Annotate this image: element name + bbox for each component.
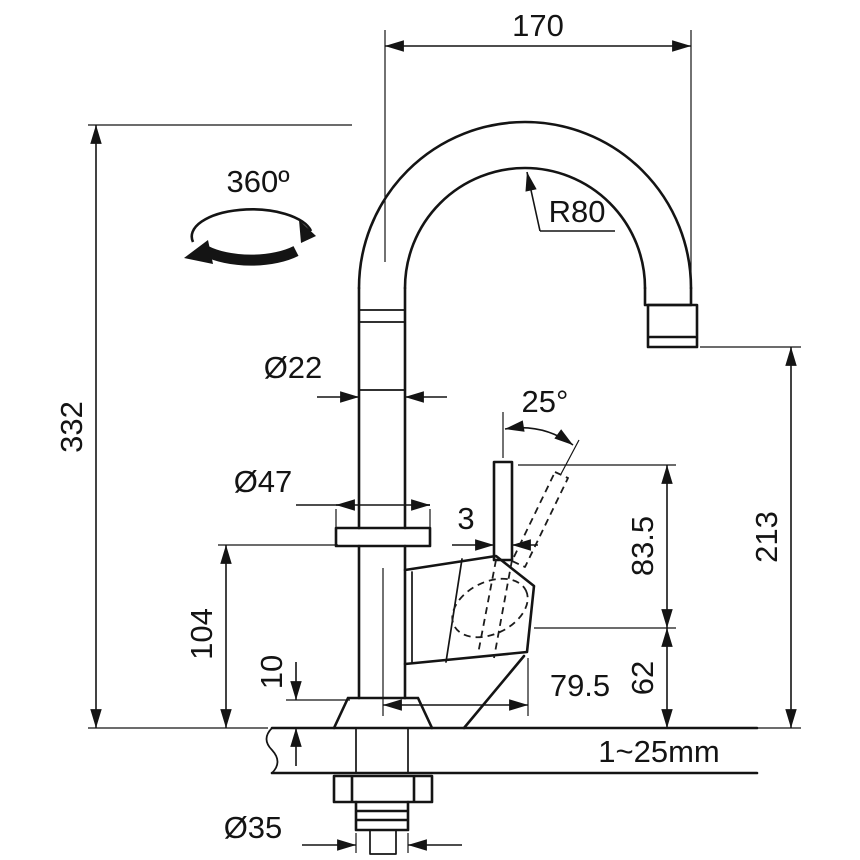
locknut [332,774,434,804]
lever-hidden-extension [477,559,513,659]
dim-base-diameter: Ø47 [234,464,431,527]
label-deck-range: 1~25mm [598,734,719,769]
mounting-hole-walls [355,727,409,774]
label-83-5: 83.5 [625,516,660,576]
rotation-symbol [184,208,316,266]
label-360: 360º [226,164,289,199]
label-104: 104 [184,608,219,660]
label-62: 62 [625,661,660,695]
dim-base-height: 10 [254,655,350,766]
dim-lever-thickness: 3 [452,501,538,551]
label-213: 213 [749,511,784,563]
label-79-5: 79.5 [550,668,610,703]
label-10: 10 [254,655,289,689]
cartridge-hidden [451,577,529,639]
handle-boss [403,554,536,666]
base-flange [332,654,526,730]
label-r80: R80 [549,194,606,229]
dim-lever-bottom-height: 62 [625,627,673,729]
dimensions: 170 360º R80 332 Ø22 Ø47 [54,8,801,853]
countertop-lines [270,726,759,775]
rotation-arrowhead-left [184,240,213,264]
dim-hole-diameter: Ø35 [224,810,462,853]
rotation-ring-outline [190,208,313,243]
rotation-ring-bold-arc [203,246,299,266]
dim-spout-radius: R80 [525,171,615,232]
label-d47: Ø47 [234,464,293,499]
label-3: 3 [457,501,474,536]
dim-spout-reach: 170 [384,8,692,283]
lever-tilted-phantom [511,471,569,568]
dim-lever-reach: 79.5 [382,568,610,716]
outlet-nozzle [646,303,699,349]
dim-outlet-height: 213 [700,346,801,729]
body-collar [334,526,432,548]
spout-arc-outer [357,120,693,290]
dim-lever-angle: 25° [502,384,580,475]
lever-upright [492,460,514,562]
dim-overall-height: 332 [54,124,352,729]
dim-body-height: 104 [184,544,338,729]
dim-lever-top-height: 83.5 [518,464,676,629]
riser-joint-lines [358,309,406,391]
hidden-lines [451,471,569,659]
faucet-outline [265,120,759,855]
label-25deg: 25° [522,384,569,419]
rotation-arrowhead-right [299,220,316,243]
label-d35: Ø35 [224,810,283,845]
threaded-shank [354,800,410,832]
countertop-break-edge [265,727,279,774]
downpipe [643,286,693,307]
spout-arc-inner [403,166,647,290]
label-d22: Ø22 [264,350,323,385]
label-332: 332 [54,401,89,453]
label-170: 170 [512,8,564,43]
dim-body-diameter: Ø22 [264,350,447,403]
shank-end-tab [369,829,397,855]
